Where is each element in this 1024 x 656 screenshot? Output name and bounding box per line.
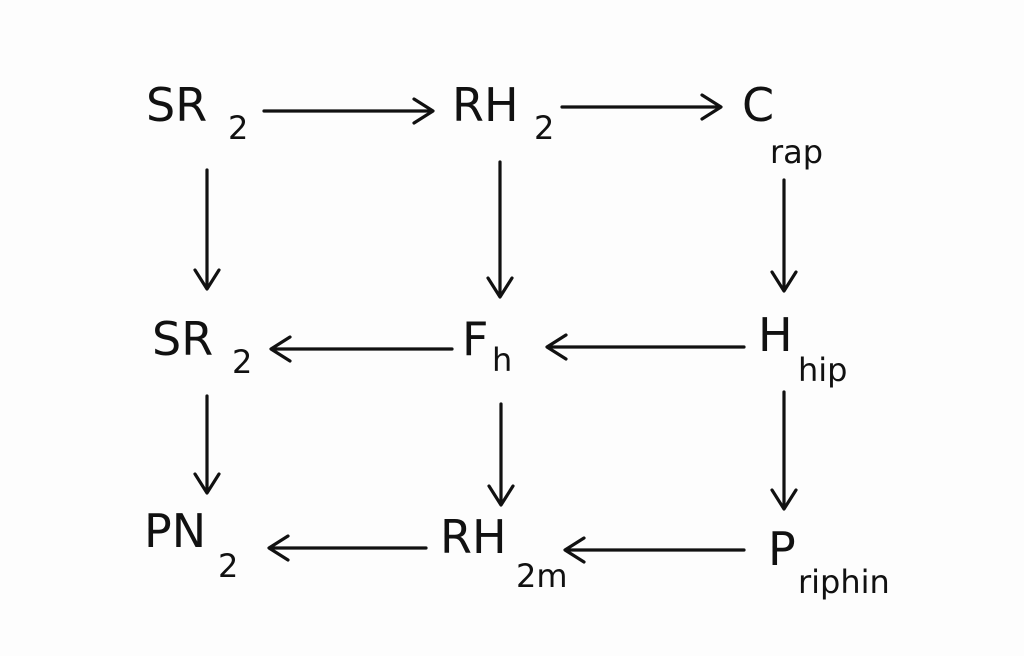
node-rh2m: RH 2m <box>440 514 590 604</box>
node-priphin-main: P <box>768 522 796 576</box>
node-hhip-main: H <box>758 308 793 362</box>
arrow-rh2-to-crap <box>560 93 723 121</box>
node-crap-main: C <box>742 78 775 132</box>
node-fh-main: F <box>462 312 489 366</box>
node-priphin: P riphin <box>768 526 938 616</box>
arrow-rh2-to-fh <box>486 160 514 299</box>
node-rh2-top: RH 2 <box>452 82 572 152</box>
node-crap-sub: rap <box>770 133 824 171</box>
arrow-fh-to-sr2 <box>269 335 454 363</box>
node-rh2m-sub: 2m <box>516 557 568 595</box>
node-pn2: PN 2 <box>144 508 264 588</box>
arrow-crap-to-hhip <box>770 178 798 293</box>
arrow-fh-to-rh2m <box>487 402 515 507</box>
arrow-sr2-to-sr2 <box>193 168 221 291</box>
arrow-priphin-to-rh2m <box>563 536 746 564</box>
node-pn2-main: PN <box>144 504 207 558</box>
node-rh2m-main: RH <box>440 510 507 564</box>
node-priphin-sub: riphin <box>798 563 890 601</box>
node-sr2-mid-main: SR <box>152 312 214 366</box>
node-crap: C rap <box>742 82 882 182</box>
node-pn2-sub: 2 <box>218 547 239 585</box>
node-sr2-top: SR 2 <box>146 82 266 152</box>
arrow-hhip-to-priphin <box>770 390 798 511</box>
node-sr2-top-main: SR <box>146 78 208 132</box>
arrow-sr2-to-pn2 <box>193 394 221 495</box>
node-rh2-top-sub: 2 <box>534 109 555 147</box>
arrow-hhip-to-fh <box>545 333 746 361</box>
node-rh2-top-main: RH <box>452 78 519 132</box>
node-fh-sub: h <box>492 341 513 379</box>
node-fh: F h <box>462 316 542 386</box>
node-sr2-mid-sub: 2 <box>232 343 253 381</box>
arrow-rh2m-to-pn2 <box>267 534 428 562</box>
arrow-sr2-to-rh2 <box>262 97 435 125</box>
node-sr2-mid: SR 2 <box>152 316 272 386</box>
node-hhip-sub: hip <box>798 351 848 389</box>
node-sr2-top-sub: 2 <box>228 109 249 147</box>
node-hhip: H hip <box>758 312 878 402</box>
